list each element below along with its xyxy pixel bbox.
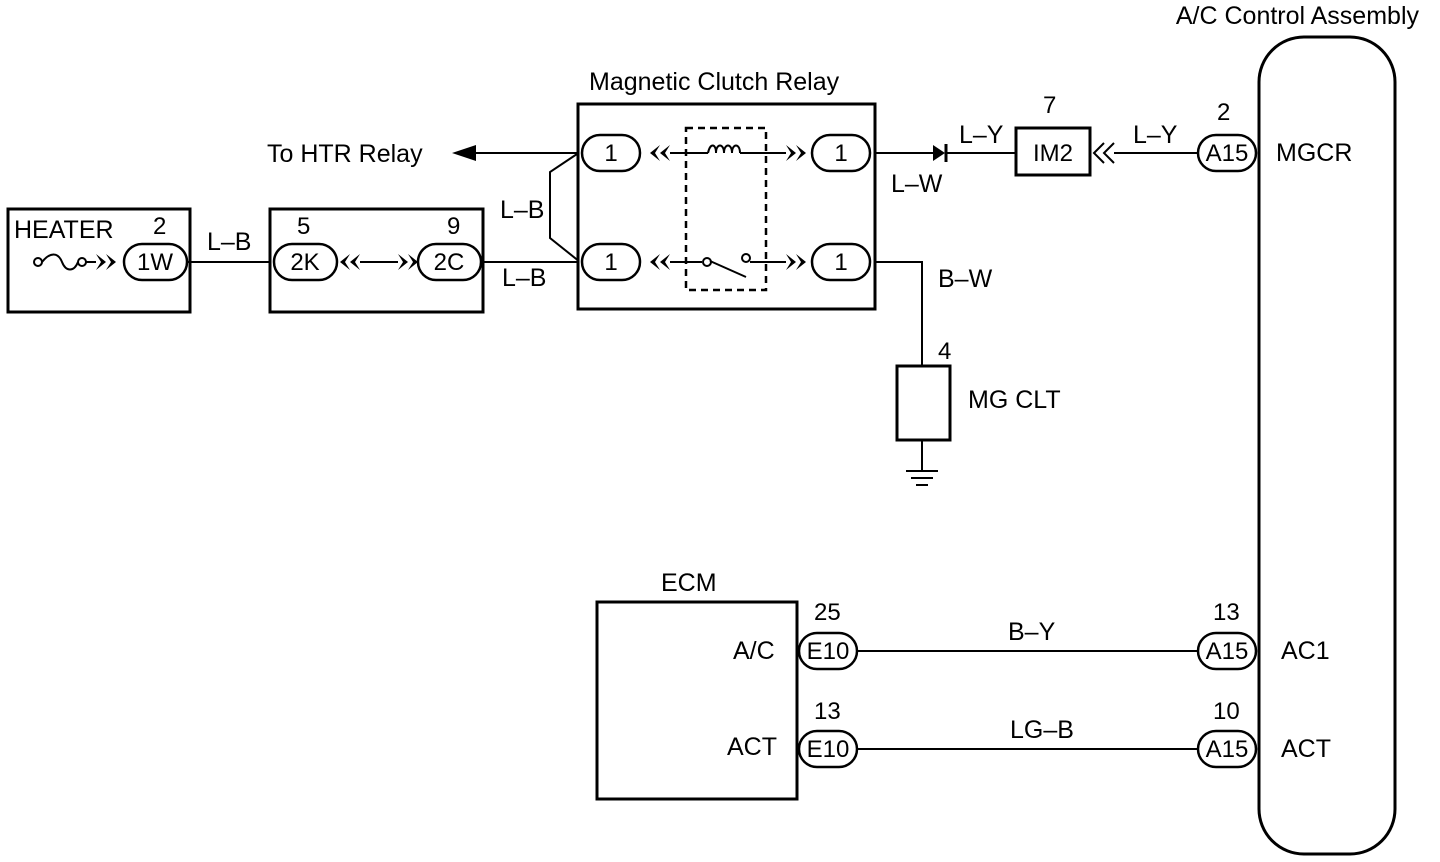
relay-pin-bottom-right-label: 1 — [834, 249, 847, 276]
junction-left-pin: 5 — [297, 213, 310, 240]
wire-relay-mgclt-color: B–W — [938, 265, 993, 293]
wire-junction-relay-color: L–B — [502, 264, 546, 292]
ac-terminal-2-signal: AC1 — [1281, 637, 1330, 665]
relay-bottom-right-arrow-icon — [786, 254, 806, 270]
relay-internal-dashed-box — [684, 126, 768, 292]
heater-connector-label: 1W — [137, 249, 173, 276]
relay-top-right-arrow-icon — [786, 145, 806, 161]
mg-clt-label: MG CLT — [968, 386, 1061, 414]
wire-relay-jumper — [549, 151, 581, 263]
wire-ecm-ac-ac1-color: B–Y — [1008, 618, 1056, 646]
relay-title: Magnetic Clutch Relay — [589, 68, 840, 96]
ecm-terminal-1-signal: A/C — [733, 637, 775, 665]
ecm-terminal-1-pin: 25 — [814, 599, 841, 626]
junction-right-arrow-icon — [398, 254, 418, 270]
to-htr-relay-label: To HTR Relay — [267, 140, 423, 168]
mg-clt-component: 4 MG CLT — [895, 338, 1061, 486]
ecm-terminal-1-connector-label: E10 — [807, 638, 850, 665]
relay-pin-bottom-right — [810, 242, 872, 282]
ac-terminal-1-pin: 2 — [1217, 99, 1230, 126]
magnetic-clutch-relay: Magnetic Clutch Relay 1 1 1 1 — [576, 68, 877, 311]
arrow-left-icon — [452, 145, 476, 161]
ecm-component: ECM A/C 25 E10 ACT 13 E10 — [595, 569, 859, 801]
wire-relay-mgclt — [875, 261, 923, 366]
ecm-box — [595, 600, 799, 801]
mg-clt-box — [895, 364, 952, 442]
heater-component: HEATER 2 1W — [6, 207, 192, 314]
ecm-title: ECM — [661, 569, 717, 597]
ac-terminal-3-connector-label: A15 — [1206, 736, 1249, 763]
wire-im2-ac-color: L–Y — [1133, 121, 1178, 149]
diode-icon — [933, 144, 948, 162]
wire-heater-junction-color: L–B — [207, 228, 251, 256]
ac-terminal-2-pin: 13 — [1213, 599, 1240, 626]
ground-icon — [906, 470, 938, 486]
heater-label: HEATER — [14, 216, 114, 244]
ac-terminal-3-pin: 10 — [1213, 698, 1240, 725]
im2-box — [1014, 126, 1092, 177]
wire-diode-im2-color: L–Y — [959, 121, 1004, 149]
relay-top-left-arrow-icon — [650, 145, 670, 161]
ac-terminal-1-signal: MGCR — [1276, 139, 1352, 167]
ac-control-body — [1257, 35, 1397, 856]
ac-terminal-2-connector-label: A15 — [1206, 638, 1249, 665]
im2-open-arrow-icon — [1092, 142, 1115, 164]
fuse-icon — [33, 253, 116, 271]
junction-connector-2k-label: 2K — [290, 249, 319, 276]
wire-ecm-act-act-color: LG–B — [1010, 716, 1074, 744]
junction-component: 5 9 2K 2C — [268, 207, 485, 314]
heater-pin-number: 2 — [153, 213, 166, 240]
ecm-terminal-2-pin: 13 — [814, 698, 841, 725]
junction-connector-2c-label: 2C — [434, 249, 465, 276]
ac-terminal-3-signal: ACT — [1281, 735, 1331, 763]
ac-control-title: A/C Control Assembly — [1176, 2, 1420, 30]
wire-relay-diode-color: L–W — [891, 170, 943, 198]
relay-pin-top-right-label: 1 — [834, 140, 847, 167]
ecm-terminal-2-connector-label: E10 — [807, 736, 850, 763]
junction-connector-2k — [272, 242, 339, 282]
ecm-terminal-2-signal: ACT — [727, 733, 777, 761]
im2-pin: 7 — [1043, 92, 1056, 119]
relay-bottom-left-arrow-icon — [650, 254, 670, 270]
im2-connector: 7 IM2 — [1014, 92, 1115, 177]
relay-pin-top-left-label: 1 — [604, 140, 617, 167]
junction-right-pin: 9 — [447, 213, 460, 240]
relay-pin-bottom-left — [580, 242, 642, 282]
ac-terminal-1-connector-label: A15 — [1206, 140, 1249, 167]
wire-relay-jumper-color: L–B — [500, 196, 544, 224]
relay-pin-top-left — [580, 133, 642, 173]
relay-switch-icon — [702, 253, 751, 278]
to-htr-relay: To HTR Relay — [267, 140, 580, 168]
junction-left-arrow-icon — [340, 254, 360, 270]
ac-terminal-1-connector — [1196, 133, 1258, 173]
relay-pin-bottom-left-label: 1 — [604, 249, 617, 276]
mg-clt-pin: 4 — [938, 338, 951, 365]
relay-pin-top-right — [810, 133, 872, 173]
relay-coil-icon — [707, 144, 741, 154]
ac-control-assembly: A/C Control Assembly 2 A15 MGCR 13 A15 A… — [1176, 2, 1420, 856]
im2-label: IM2 — [1033, 140, 1073, 167]
